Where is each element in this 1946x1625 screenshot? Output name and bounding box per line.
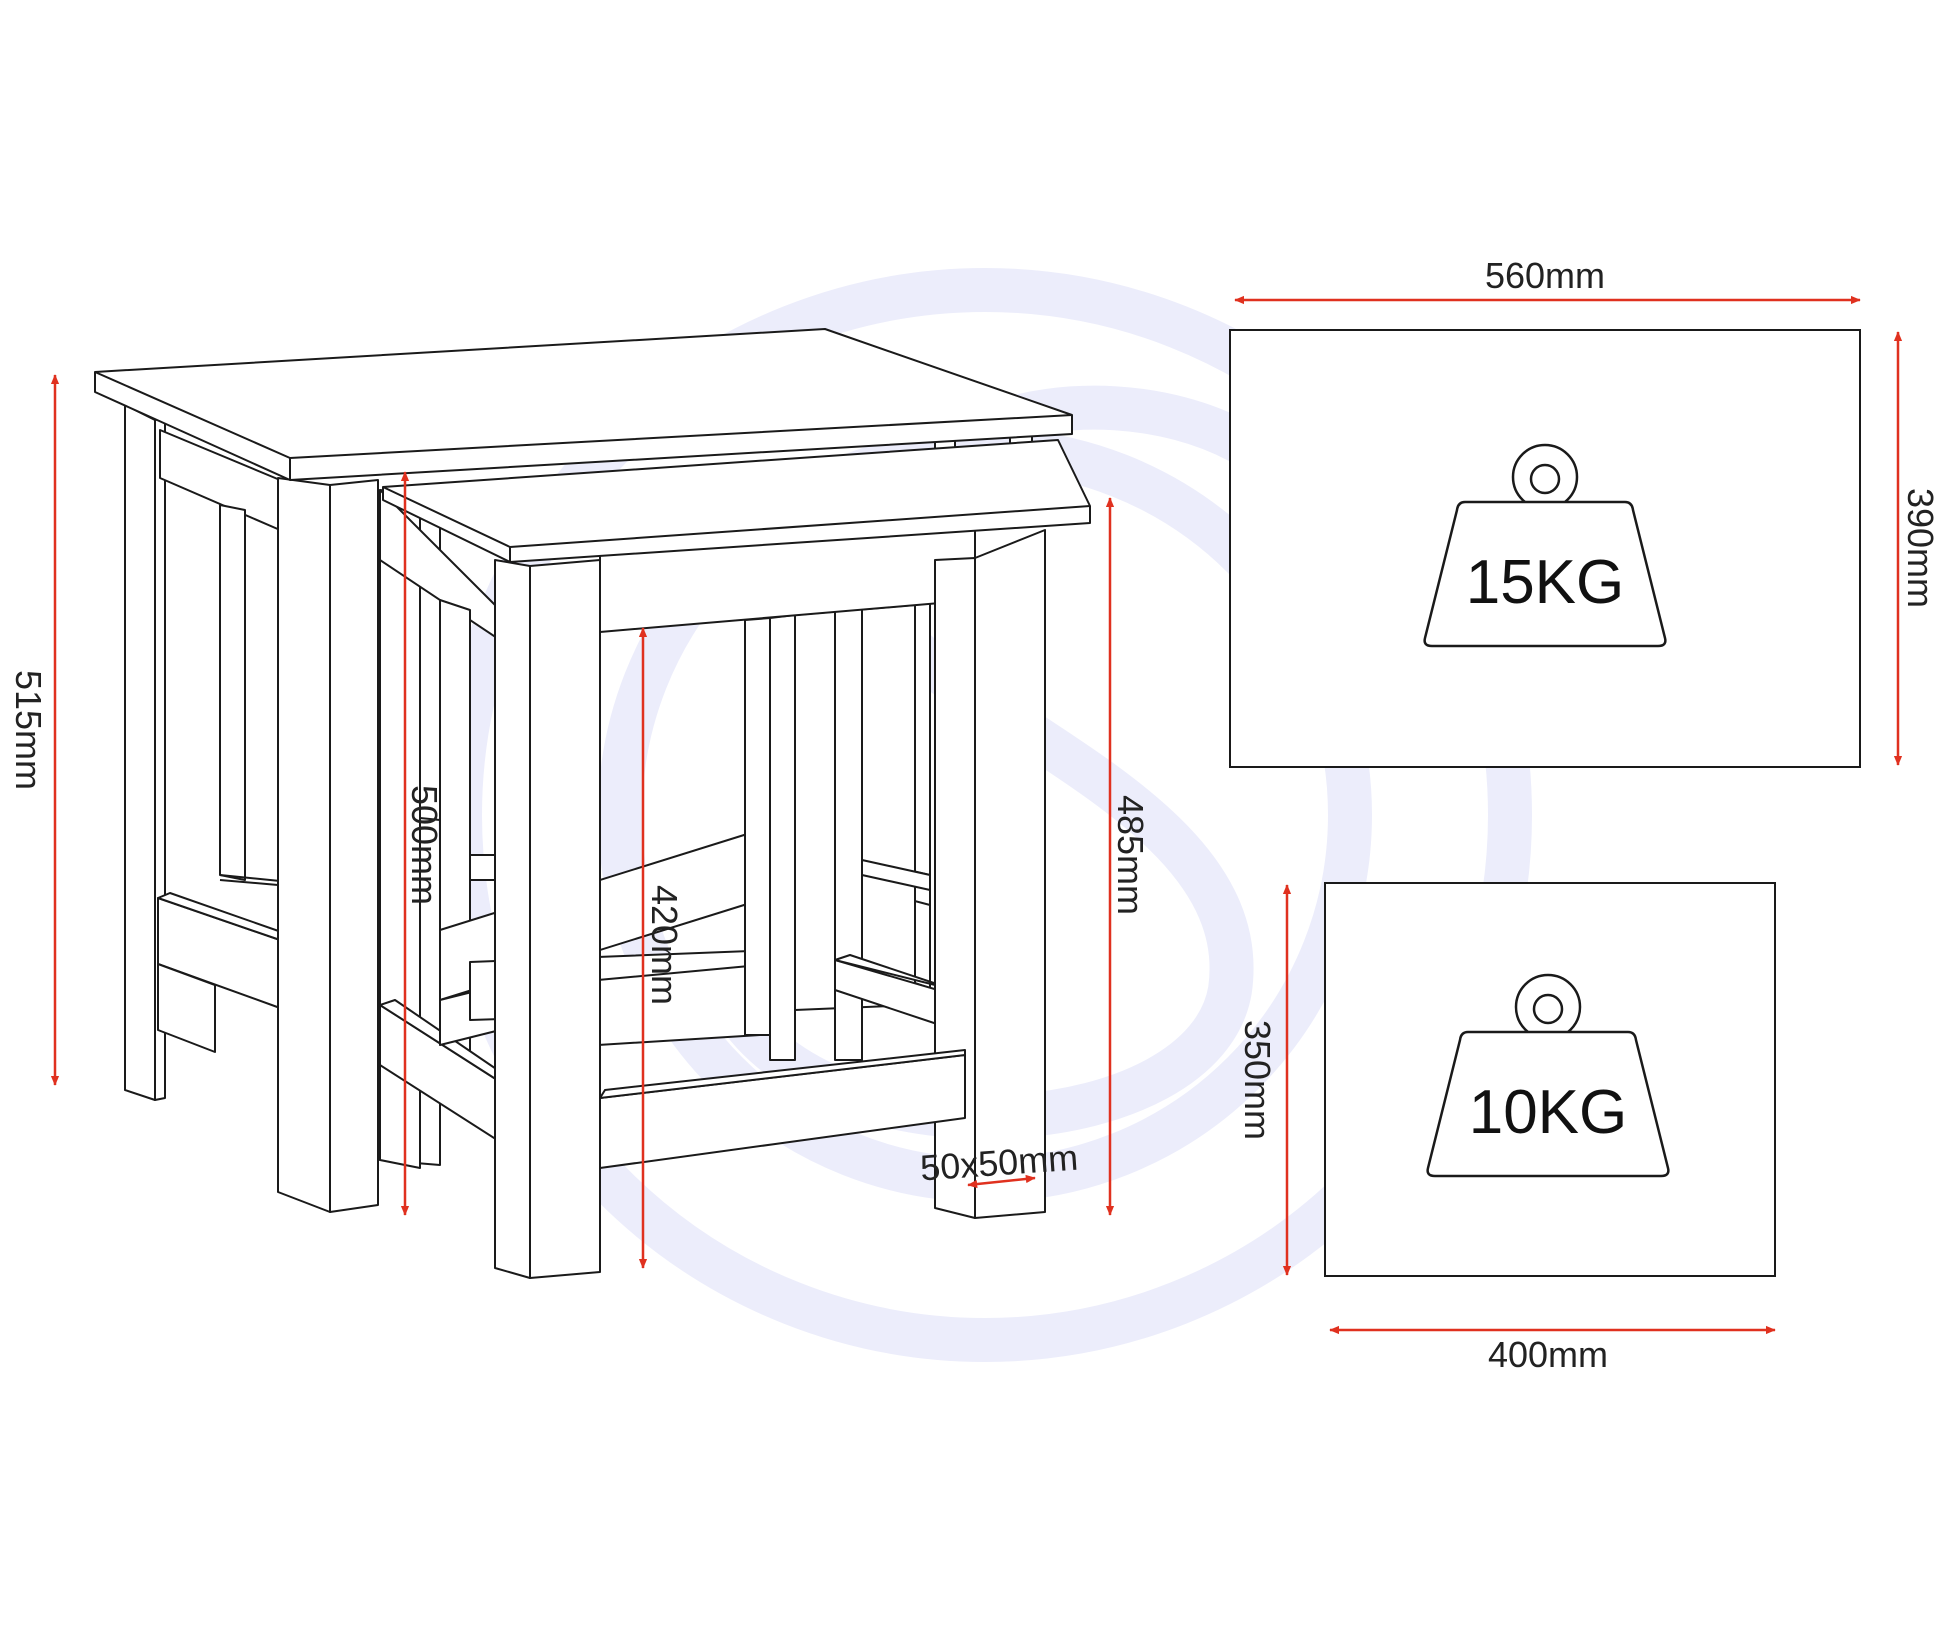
double-arrow-icon	[967, 1174, 1036, 1189]
large-leg-clearance-label: 500mm	[404, 785, 445, 905]
large-top-width-label: 560mm	[1485, 255, 1605, 296]
large-table-load-rating: 15KG	[1466, 548, 1625, 617]
large-top-depth-label: 390mm	[1900, 488, 1941, 608]
small-table-load-rating: 10KG	[1469, 1078, 1628, 1147]
small-leg-clearance-label: 420mm	[644, 885, 685, 1005]
weight-icon	[1426, 973, 1670, 1178]
small-table-drawing	[379, 439, 1091, 1279]
small-top-width-label: 400mm	[1488, 1334, 1608, 1375]
small-table-height-label: 485mm	[1110, 795, 1151, 915]
large-table-height-label: 515mm	[8, 670, 49, 790]
dimension-arrows	[50, 295, 1903, 1335]
small-top-depth-label: 350mm	[1237, 1020, 1278, 1140]
weight-icon	[1423, 443, 1667, 648]
